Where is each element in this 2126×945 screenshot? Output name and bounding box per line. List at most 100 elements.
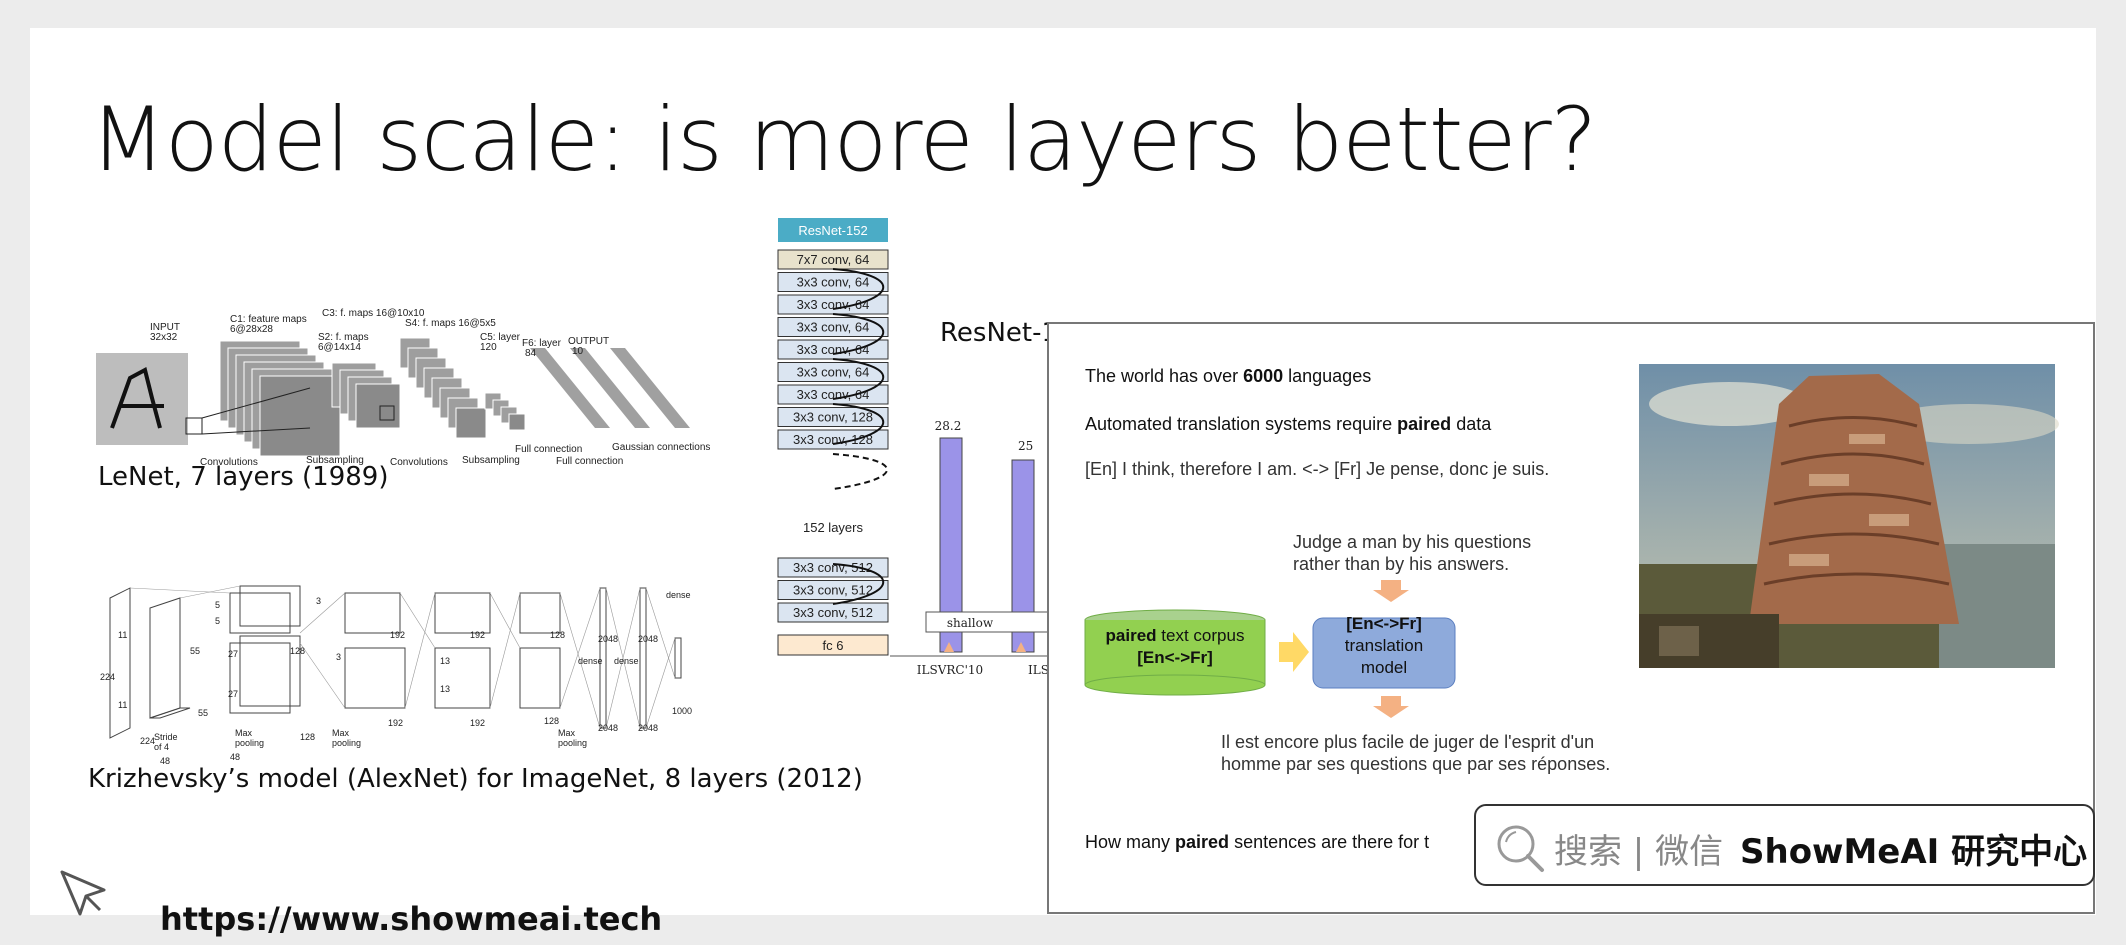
shallow-label: shallow <box>947 616 994 630</box>
overlay-line-paired-data: Automated translation systems require pa… <box>1085 414 1492 434</box>
alexnet-diagram: 224 224 11 11 55 55 5 5 27 27 128 128 3 … <box>100 585 692 766</box>
lenet-diagram: INPUT 32x32 C1: feature maps 6@28x28 S2:… <box>96 308 710 468</box>
svg-text:Max: Max <box>235 728 253 738</box>
svg-text:of 4: of 4 <box>154 742 169 752</box>
down-arrow-bottom-icon <box>1373 696 1409 718</box>
svg-text:ILSVRC'10: ILSVRC'10 <box>917 663 983 677</box>
svg-text:11: 11 <box>118 630 127 640</box>
model-lang: [En<->Fr] <box>1346 614 1422 633</box>
resnet-diagram: ResNet-152 7x7 conv, 64 3x3 conv, 64 3x3 c… <box>777 218 889 656</box>
svg-text:27: 27 <box>228 649 238 659</box>
resnet-top-layer-box <box>777 317 889 337</box>
corpus-label: paired text corpus <box>1105 626 1245 645</box>
svg-text:192: 192 <box>390 630 405 640</box>
overlay-example: [En] I think, therefore I am. <-> [Fr] J… <box>1085 459 1550 479</box>
search-icon <box>1497 825 1544 872</box>
resnet-top-layer-label: 3x3 conv, 64 <box>797 365 870 380</box>
svg-text:5: 5 <box>215 616 220 626</box>
svg-text:1000: 1000 <box>672 706 692 716</box>
svg-text:Subsampling: Subsampling <box>306 455 364 466</box>
svg-text:192: 192 <box>470 630 485 640</box>
svg-text:Convolutions: Convolutions <box>390 457 448 468</box>
resnet-middle-label: 152 layers <box>803 520 863 535</box>
svg-text:dense: dense <box>578 656 603 666</box>
svg-text:C3: f. maps 16@10x10: C3: f. maps 16@10x10 <box>322 308 425 319</box>
search-brand: ShowMeAI 研究中心 <box>1740 832 2088 872</box>
resnet-top-layer-box <box>777 429 889 450</box>
svg-text:pooling: pooling <box>332 738 361 748</box>
resnet-top-layer-label: 3x3 conv, 64 <box>797 342 870 357</box>
svg-text:128: 128 <box>290 646 305 656</box>
translation-model-box <box>1312 617 1456 689</box>
french-line-2: homme par ses questions que par ses répo… <box>1221 754 1611 774</box>
down-arrow-top-icon <box>1373 580 1409 602</box>
svg-text:3: 3 <box>336 652 341 662</box>
svg-text:5: 5 <box>215 600 220 610</box>
quote-line-1: Judge a man by his questions <box>1293 532 1532 552</box>
svg-text:128: 128 <box>300 732 315 742</box>
overlay-bottom-question: How many paired sentences are there for … <box>1085 832 1430 852</box>
translation-flow <box>1084 580 1456 718</box>
resnet-bottom-layer-label: 3x3 conv, 512 <box>793 583 873 598</box>
resnet-top-layer-box <box>777 407 889 427</box>
svg-text:6@14x14: 6@14x14 <box>318 342 361 353</box>
svg-text:55: 55 <box>198 708 208 718</box>
resnet-top-layer-label: 3x3 conv, 128 <box>793 410 873 425</box>
svg-text:224: 224 <box>100 672 115 682</box>
alexnet-caption: Krizhevsky’s model (AlexNet) for ImageNe… <box>88 764 863 794</box>
svg-text:84: 84 <box>525 348 537 359</box>
resnet-bottom-layer-label: 3x3 conv, 512 <box>793 560 873 575</box>
footer-url[interactable]: https://www.showmeai.tech <box>160 900 663 938</box>
svg-text:32x32: 32x32 <box>150 332 178 343</box>
resnet-fc-box <box>777 634 889 656</box>
model-line-2: model <box>1360 658 1408 677</box>
resnet-fc-label: fc 6 <box>823 638 844 653</box>
resnet-top-layer-label: 3x3 conv, 64 <box>797 275 870 290</box>
resnet-top-layer-label: 7x7 conv, 64 <box>797 252 870 267</box>
svg-text:dense: dense <box>614 656 639 666</box>
svg-text:128: 128 <box>550 630 565 640</box>
svg-text:120: 120 <box>480 342 497 353</box>
french-line-1: Il est encore plus facile de juger de l'… <box>1221 732 1595 752</box>
svg-text:6@28x28: 6@28x28 <box>230 324 273 335</box>
right-arrow-icon <box>1279 632 1309 672</box>
resnet-top-layer-label: 3x3 conv, 128 <box>793 432 873 447</box>
svg-text:192: 192 <box>388 718 403 728</box>
model-line-1: translation <box>1344 636 1424 655</box>
svg-text:48: 48 <box>160 756 170 766</box>
resnet-chart-title: ResNet-1 <box>940 318 1059 348</box>
slide-title: Model scale: is more layers better? <box>90 88 1597 191</box>
svg-text:48: 48 <box>230 752 240 762</box>
svg-text:11: 11 <box>118 700 127 710</box>
tower-of-babel-painting <box>1639 364 2059 668</box>
lenet-input-map <box>96 353 188 445</box>
svg-text:25: 25 <box>1018 439 1033 453</box>
resnet-top-layers: 7x7 conv, 64 3x3 conv, 64 3x3 conv, 64 3x3 … <box>777 249 889 450</box>
slide: Model scale: is more layers better? <box>30 28 2096 938</box>
svg-text:Max: Max <box>332 728 350 738</box>
cursor-logo-icon <box>60 870 106 916</box>
lenet-caption: LeNet, 7 layers (1989) <box>98 462 389 492</box>
svg-text:3: 3 <box>316 596 321 606</box>
svg-text:2048: 2048 <box>598 634 618 644</box>
resnet-header: ResNet-152 <box>798 223 867 238</box>
svg-text:C5: layer: C5: layer <box>480 332 521 343</box>
svg-text:INPUT: INPUT <box>150 322 180 333</box>
svg-text:S4: f. maps 16@5x5: S4: f. maps 16@5x5 <box>405 318 496 329</box>
svg-text:Full connection: Full connection <box>556 456 623 467</box>
resnet-bar-chart: 28.2 25 shallow ILSVRC'10 ILSVI <box>890 419 1063 677</box>
svg-text:dense: dense <box>666 590 691 600</box>
resnet-bottom-layer-box <box>777 580 889 600</box>
quote-line-2: rather than by his answers. <box>1293 554 1510 574</box>
svg-text:128: 128 <box>544 716 559 726</box>
lenet-input-letter <box>110 367 164 429</box>
resnet-top-layer-label: 3x3 conv, 64 <box>797 387 870 402</box>
svg-text:Max: Max <box>558 728 576 738</box>
svg-text:Full connection: Full connection <box>515 444 582 455</box>
resnet-top-layer-label: 3x3 conv, 64 <box>797 320 870 335</box>
svg-text:OUTPUT: OUTPUT <box>568 336 609 347</box>
svg-text:Gaussian connections: Gaussian connections <box>612 442 710 453</box>
svg-text:Convolutions: Convolutions <box>200 457 258 468</box>
svg-text:F6: layer: F6: layer <box>522 338 562 349</box>
